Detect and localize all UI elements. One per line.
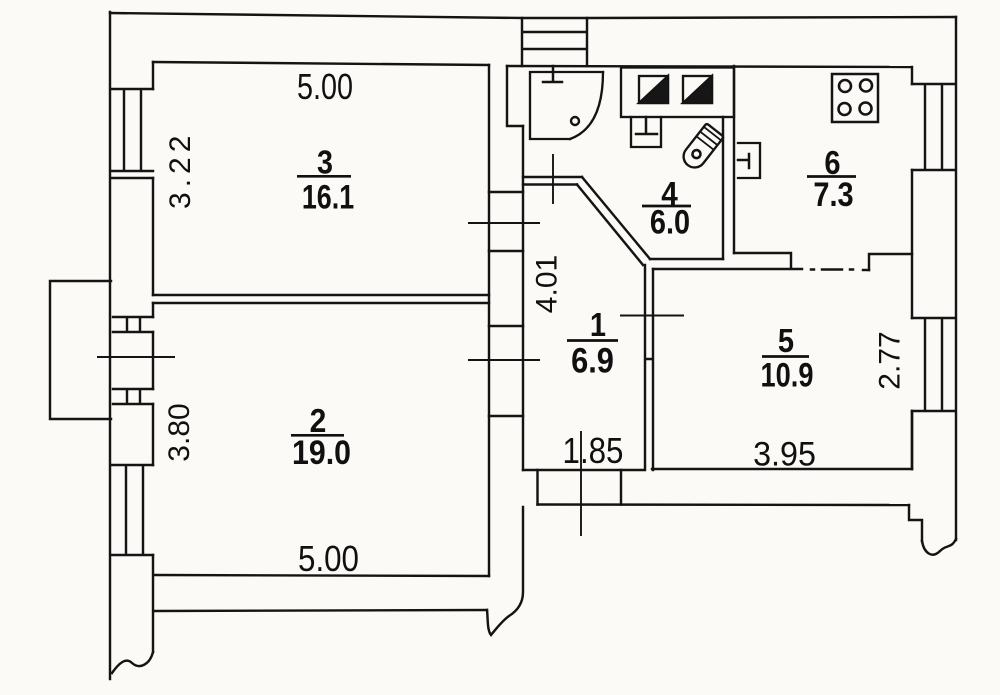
svg-text:19.0: 19.0: [292, 433, 351, 471]
svg-text:10.9: 10.9: [761, 356, 814, 395]
svg-text:4: 4: [661, 176, 678, 213]
svg-text:3.22: 3.22: [164, 131, 197, 209]
svg-text:5.00: 5.00: [298, 539, 359, 580]
svg-text:2.77: 2.77: [874, 331, 907, 389]
svg-text:6.9: 6.9: [571, 341, 614, 380]
svg-text:3.80: 3.80: [163, 403, 196, 461]
svg-text:7.3: 7.3: [813, 175, 853, 214]
svg-text:4.01: 4.01: [531, 255, 564, 313]
svg-text:1.85: 1.85: [563, 431, 624, 472]
svg-text:6.0: 6.0: [650, 202, 690, 241]
svg-text:2: 2: [310, 402, 327, 440]
svg-text:3.95: 3.95: [753, 436, 816, 474]
svg-text:3: 3: [317, 144, 333, 181]
svg-text:1: 1: [590, 306, 606, 343]
svg-text:6: 6: [824, 144, 840, 181]
svg-text:5.00: 5.00: [297, 66, 353, 107]
svg-text:5: 5: [778, 322, 794, 359]
svg-text:16.1: 16.1: [302, 179, 354, 217]
